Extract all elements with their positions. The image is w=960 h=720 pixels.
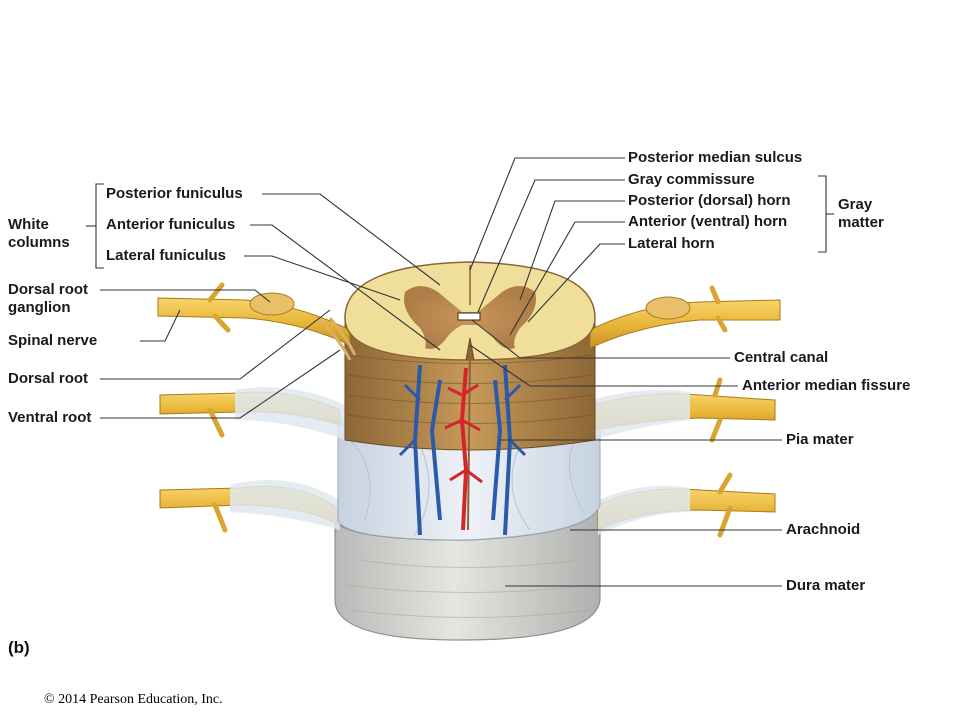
- cross-section: [344, 261, 596, 361]
- label-gray-commissure: Gray commissure: [628, 171, 755, 188]
- label-anterior-funiculus: Anterior funiculus: [106, 216, 236, 233]
- middle-nerves: [159, 377, 776, 443]
- label-posterior-median-sulcus: Posterior median sulcus: [628, 149, 803, 166]
- label-posterior-horn: Posterior (dorsal) horn: [628, 192, 791, 209]
- copyright-notice: © 2014 Pearson Education, Inc.: [44, 692, 223, 707]
- upper-nerves: [157, 282, 781, 361]
- central-canal: [457, 312, 481, 321]
- label-lateral-funiculus: Lateral funiculus: [106, 247, 227, 264]
- label-dorsal-root-ganglion: Dorsal root ganglion: [8, 281, 89, 316]
- label-ventral-root: Ventral root: [8, 409, 92, 426]
- label-anterior-horn: Anterior (ventral) horn: [628, 213, 788, 230]
- label-dorsal-root: Dorsal root: [8, 370, 89, 387]
- label-dura-mater: Dura mater: [786, 577, 866, 594]
- label-central-canal: Central canal: [734, 349, 829, 366]
- lower-nerves: [159, 472, 776, 538]
- panel-label: (b): [8, 638, 30, 657]
- label-gray-matter: Gray matter: [838, 196, 884, 231]
- label-pia-mater: Pia mater: [786, 431, 854, 448]
- label-arachnoid: Arachnoid: [786, 521, 861, 538]
- label-anterior-median-fissure: Anterior median fissure: [742, 377, 911, 394]
- label-spinal-nerve: Spinal nerve: [8, 332, 98, 349]
- leader-lines: [86, 157, 834, 587]
- label-lateral-horn: Lateral horn: [628, 235, 715, 252]
- label-posterior-funiculus: Posterior funiculus: [106, 185, 243, 202]
- label-white-columns: White columns: [8, 216, 70, 251]
